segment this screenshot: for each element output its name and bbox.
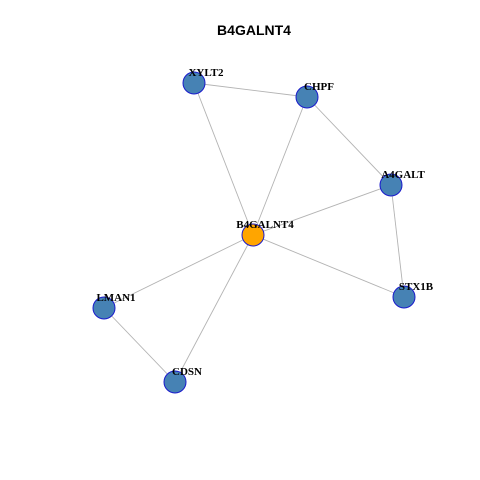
diagram-title: B4GALNT4 (217, 22, 291, 38)
edge-a4galt-b4galnt4 (252, 184, 392, 236)
edge-b4galnt4-cdsn (174, 234, 254, 383)
node-stx1b[interactable] (392, 285, 416, 309)
edge-xylt2-chpf (193, 82, 308, 98)
edges-layer (103, 82, 405, 383)
node-label-b4galnt4: B4GALNT4 (236, 219, 294, 231)
node-xylt2[interactable] (182, 71, 206, 95)
edge-a4galt-stx1b (390, 184, 405, 298)
node-label-a4galt: A4GALT (381, 169, 425, 181)
edge-lman1-cdsn (103, 307, 176, 383)
node-label-xylt2: XYLT2 (188, 67, 224, 79)
edge-b4galnt4-lman1 (103, 234, 254, 309)
node-cdsn[interactable] (163, 370, 187, 394)
edge-xylt2-b4galnt4 (193, 82, 254, 236)
node-lman1[interactable] (92, 296, 116, 320)
node-label-cdsn: CDSN (172, 366, 202, 378)
node-a4galt[interactable] (379, 173, 403, 197)
node-label-chpf: CHPF (304, 81, 334, 93)
nodes-layer (92, 71, 416, 394)
edge-chpf-a4galt (306, 96, 392, 186)
node-label-stx1b: STX1B (399, 281, 434, 293)
node-label-lman1: LMAN1 (96, 292, 135, 304)
edge-chpf-b4galnt4 (252, 96, 308, 236)
edge-b4galnt4-stx1b (252, 234, 405, 298)
node-chpf[interactable] (295, 85, 319, 109)
node-b4galnt4[interactable] (241, 223, 265, 247)
